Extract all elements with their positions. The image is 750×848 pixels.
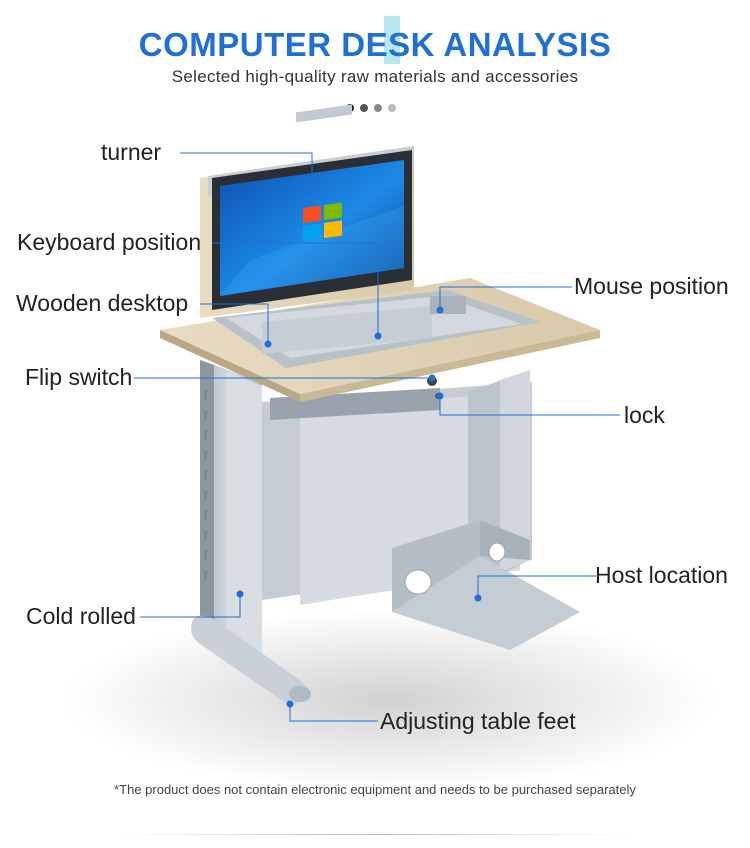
left-foot (191, 615, 308, 706)
host-tray (392, 556, 580, 650)
callout-cold-rolled: Cold rolled (26, 603, 136, 629)
title-accent-bar (384, 16, 400, 64)
divider (120, 834, 630, 835)
turner-hinge (296, 104, 352, 123)
callout-lines (134, 152, 620, 722)
callout-lock: lock (624, 402, 665, 428)
desktop-edge-front (160, 330, 300, 402)
callout-mouse-position: Mouse position (574, 273, 729, 299)
callout-wooden-desktop: Wooden desktop (16, 290, 189, 316)
host-tray-hole (404, 569, 432, 595)
pagination-dot[interactable] (360, 104, 368, 112)
desktop-edge-right (300, 330, 600, 402)
callout-keyboard-position: Keyboard position (17, 229, 202, 255)
callout-host-location: Host location (595, 562, 728, 588)
floor-shadow (60, 610, 720, 790)
right-frame-face (500, 370, 530, 572)
vent-holes (204, 390, 207, 580)
callout-dots (236, 186, 482, 708)
callout-flip-switch: Flip switch (25, 364, 133, 390)
footer-note: *The product does not contain electronic… (114, 782, 636, 797)
pagination-dot[interactable] (374, 104, 382, 112)
page-subtitle: Selected high-quality raw materials and … (171, 67, 579, 86)
windows-logo (303, 202, 342, 241)
mouse-pad (430, 296, 466, 314)
adjusting-foot-cap (289, 686, 311, 702)
pagination-dot[interactable] (388, 104, 396, 112)
page-title: COMPUTER DESK ANALYSIS (138, 26, 612, 63)
left-front-post (226, 372, 262, 670)
callout-turner: turner (101, 139, 162, 165)
callout-adjusting-table-feet: Adjusting table feet (380, 708, 576, 734)
